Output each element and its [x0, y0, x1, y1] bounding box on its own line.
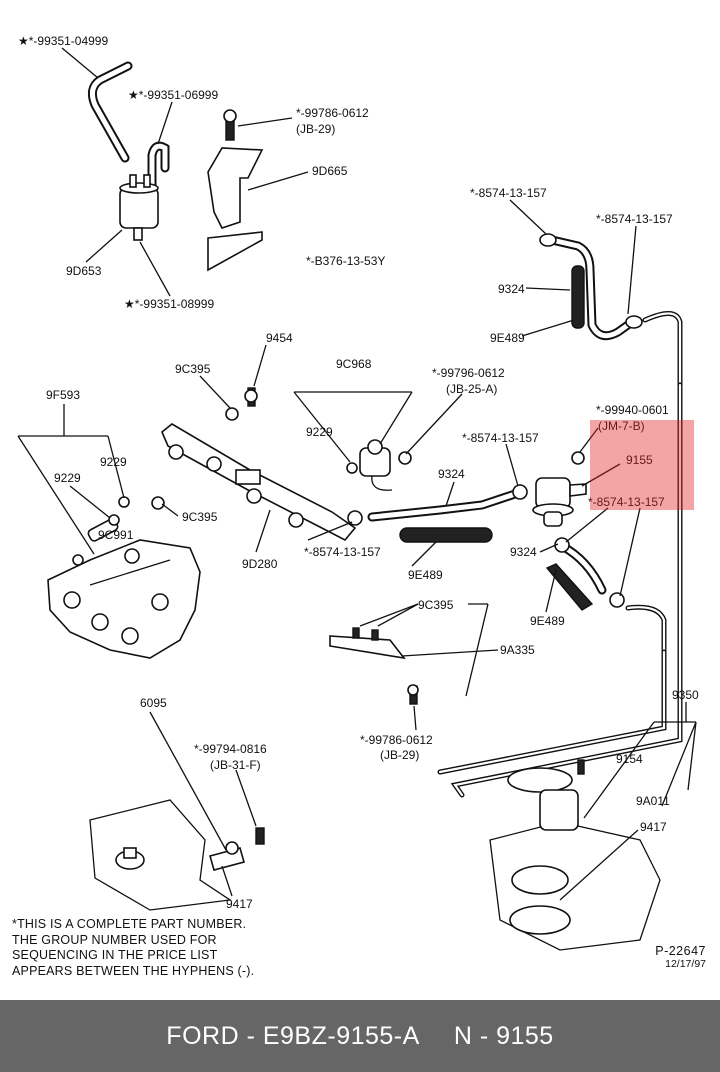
callout-jb29-upper: (JB-29)	[296, 122, 336, 136]
reference-date: 12/17/97	[665, 958, 706, 970]
callout-9350: 9350	[672, 688, 699, 702]
intake-manifold	[47, 539, 201, 659]
bracket-9a335	[329, 627, 419, 705]
hose-sleeve-9e489-middle	[399, 527, 493, 543]
reference-number: P-22647	[655, 944, 706, 958]
callout-9417-engine: 9417	[226, 897, 253, 911]
hose-sleeve-9e489-lower	[545, 563, 594, 611]
callout-9229-injector-upper: 9229	[100, 455, 127, 469]
callout-9a335: 9A335	[500, 643, 535, 657]
callout-99351-06999: ★*-99351-06999	[128, 88, 219, 102]
callout-99786-0612-upper: *-99786-0612	[296, 106, 369, 120]
note-line-2: THE GROUP NUMBER USED FOR	[12, 932, 217, 947]
callout-6095: 6095	[140, 696, 167, 710]
pressure-damper-9c968	[346, 439, 412, 491]
callout-9c991: 9C991	[98, 528, 134, 542]
callout-9417-tank: 9417	[640, 820, 667, 834]
callout-9c395-bracket: 9C395	[418, 598, 454, 612]
fuel-line-right	[642, 311, 683, 388]
callout-9d280: 9D280	[242, 557, 278, 571]
return-line	[625, 604, 667, 655]
fuel-rail-9d280	[161, 423, 357, 542]
footer-brand-part: FORD - E9BZ-9155-A	[166, 1021, 420, 1050]
callout-8574-13-157-rail: *-8574-13-157	[304, 545, 381, 559]
callout-b376-13-53y: *-B376-13-53Y	[306, 254, 386, 268]
fuel-hose-upper-9324	[539, 233, 643, 341]
callout-9c395-middle: 9C395	[182, 510, 218, 524]
callout-9d653: 9D653	[66, 264, 102, 278]
callout-9324-lower: 9324	[510, 545, 537, 559]
callout-jb31f: (JB-31-F)	[210, 758, 261, 772]
part-number-footer: FORD - E9BZ-9155-A N - 9155	[0, 1000, 720, 1072]
callout-9154: 9154	[616, 752, 643, 766]
callout-8574-13-157-top: *-8574-13-157	[470, 186, 547, 200]
callout-9155: 9155	[626, 453, 653, 467]
diagram-reference: P-22647 12/17/97	[655, 944, 706, 970]
fuel-hose-middle-9324	[347, 484, 528, 526]
leader-lines	[17, 47, 697, 901]
fuel-line-long	[437, 382, 683, 798]
hose-sleeve-9e489-upper	[571, 265, 585, 329]
callout-9e489-top: 9E489	[490, 331, 525, 345]
callout-9324-top: 9324	[498, 282, 525, 296]
clamp-9417-engine	[209, 827, 265, 871]
callout-99351-04999: ★*-99351-04999	[18, 34, 109, 48]
callout-9454: 9454	[266, 331, 293, 345]
callout-8574-13-157-middle: *-8574-13-157	[462, 431, 539, 445]
callout-jb25a: (JB-25-A)	[446, 382, 498, 396]
callout-99786-0612-lower: *-99786-0612	[360, 733, 433, 747]
fuel-pressure-regulator-9155	[532, 451, 587, 527]
callout-jm7b: (JM-7-B)	[598, 419, 645, 433]
callout-8574-13-157-right: *-8574-13-157	[596, 212, 673, 226]
callout-99794-0816: *-99794-0816	[194, 742, 267, 756]
part-9155-highlight	[590, 420, 694, 510]
bracket-9d665	[207, 109, 264, 272]
washer-9c395-b	[151, 496, 165, 510]
fuel-system-exploded-diagram	[47, 61, 683, 951]
callout-9e489-middle: 9E489	[408, 568, 443, 582]
callout-9a011: 9A011	[636, 794, 670, 808]
note-line-1: *THIS IS A COMPLETE PART NUMBER.	[12, 917, 247, 931]
bolt-9454	[244, 387, 258, 407]
note-line-3: SEQUENCING IN THE PRICE LIST	[12, 948, 218, 962]
callout-9229-rail: 9229	[306, 425, 333, 439]
callout-9c968: 9C968	[336, 357, 372, 371]
vacuum-solenoid-9d653	[119, 174, 159, 241]
callout-jb29-lower: (JB-29)	[380, 748, 420, 762]
note-line-4: APPEARS BETWEEN THE HYPHENS (-).	[12, 963, 255, 978]
fuel-tank-9350	[489, 821, 661, 951]
callout-9324-middle: 9324	[438, 467, 465, 481]
callout-9d665: 9D665	[312, 164, 348, 178]
callout-9f593: 9F593	[46, 388, 81, 402]
fuel-injector-9f593	[72, 496, 130, 566]
vacuum-hose-elbow	[147, 141, 170, 210]
callout-9e489-lower: 9E489	[530, 614, 565, 628]
callout-99796-0612: *-99796-0612	[432, 366, 505, 380]
callout-99351-08999: ★*-99351-08999	[124, 297, 215, 311]
vacuum-hose-upper	[87, 61, 133, 163]
callout-9229-injector-lower: 9229	[54, 471, 81, 485]
engine-block	[89, 799, 232, 911]
fuel-pump-sender-9a011	[507, 759, 585, 831]
callout-9c395-upper: 9C395	[175, 362, 211, 376]
fuel-hose-regulator-9324	[554, 537, 625, 608]
callout-8574-13-157-regulator: *-8574-13-157	[588, 495, 665, 509]
callout-99940-0601: *-99940-0601	[596, 403, 669, 417]
footer-number: N - 9155	[453, 1021, 554, 1050]
part-number-note: *THIS IS A COMPLETE PART NUMBER. THE GRO…	[12, 917, 312, 979]
washer-9c395-a	[225, 407, 239, 421]
